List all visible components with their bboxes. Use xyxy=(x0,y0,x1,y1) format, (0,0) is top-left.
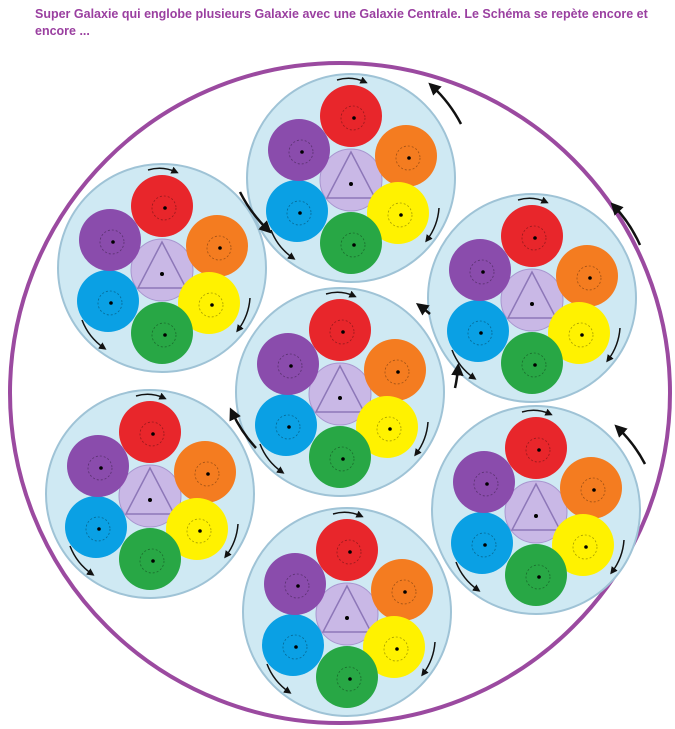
galaxy-core-dot xyxy=(206,472,210,476)
center-dot xyxy=(534,514,538,518)
center-dot xyxy=(349,182,353,186)
galaxy-cluster xyxy=(432,406,640,614)
blue-galaxy xyxy=(255,394,317,456)
green-galaxy xyxy=(505,544,567,606)
galaxy-core-dot xyxy=(294,645,298,649)
purple-galaxy xyxy=(264,553,326,615)
galaxy-core-dot xyxy=(287,425,291,429)
galaxy-core-dot xyxy=(151,432,155,436)
center-dot xyxy=(345,616,349,620)
galaxy-cluster xyxy=(428,194,636,402)
galaxy-core-dot xyxy=(163,333,167,337)
galaxy-core-dot xyxy=(592,488,596,492)
galaxy-core-dot xyxy=(151,559,155,563)
galaxy-cluster xyxy=(236,288,444,496)
galaxy-core-dot xyxy=(97,527,101,531)
purple-galaxy xyxy=(79,209,141,271)
blue-galaxy xyxy=(77,270,139,332)
galaxy-core-dot xyxy=(485,482,489,486)
red-galaxy xyxy=(316,519,378,581)
galaxy-core-dot xyxy=(483,543,487,547)
galaxy-core-dot xyxy=(533,236,537,240)
orange-galaxy xyxy=(371,559,433,621)
galaxy-core-dot xyxy=(588,276,592,280)
galaxy-core-dot xyxy=(111,240,115,244)
galaxy-core-dot xyxy=(218,246,222,250)
galaxy-clusters xyxy=(46,74,640,716)
galaxy-core-dot xyxy=(396,370,400,374)
galaxy-core-dot xyxy=(479,331,483,335)
galaxy-core-dot xyxy=(300,150,304,154)
galaxy-core-dot xyxy=(388,427,392,431)
green-galaxy xyxy=(316,646,378,708)
purple-galaxy xyxy=(449,239,511,301)
orange-galaxy xyxy=(364,339,426,401)
galaxy-core-dot xyxy=(341,457,345,461)
red-galaxy xyxy=(501,205,563,267)
red-galaxy xyxy=(131,175,193,237)
orbit-arrow-large xyxy=(455,368,458,388)
galaxy-core-dot xyxy=(584,545,588,549)
green-galaxy xyxy=(320,212,382,274)
galaxy-core-dot xyxy=(537,448,541,452)
galaxy-core-dot xyxy=(198,529,202,533)
green-galaxy xyxy=(501,332,563,394)
galaxy-core-dot xyxy=(352,116,356,120)
blue-galaxy xyxy=(447,300,509,362)
green-galaxy xyxy=(131,302,193,364)
galaxy-core-dot xyxy=(210,303,214,307)
galaxy-core-dot xyxy=(348,677,352,681)
green-galaxy xyxy=(309,426,371,488)
blue-galaxy xyxy=(451,512,513,574)
galaxy-core-dot xyxy=(341,330,345,334)
green-galaxy xyxy=(119,528,181,590)
galaxy-core-dot xyxy=(533,363,537,367)
galaxy-core-dot xyxy=(403,590,407,594)
galaxy-cluster xyxy=(46,390,254,598)
blue-galaxy xyxy=(65,496,127,558)
galaxy-core-dot xyxy=(298,211,302,215)
red-galaxy xyxy=(119,401,181,463)
galaxy-core-dot xyxy=(163,206,167,210)
purple-galaxy xyxy=(453,451,515,513)
orange-galaxy xyxy=(186,215,248,277)
orange-galaxy xyxy=(560,457,622,519)
galaxy-cluster xyxy=(58,164,266,372)
red-galaxy xyxy=(309,299,371,361)
center-dot xyxy=(338,396,342,400)
purple-galaxy xyxy=(268,119,330,181)
red-galaxy xyxy=(320,85,382,147)
orange-galaxy xyxy=(375,125,437,187)
galaxy-core-dot xyxy=(399,213,403,217)
galaxy-core-dot xyxy=(481,270,485,274)
blue-galaxy xyxy=(266,180,328,242)
galaxy-cluster xyxy=(243,508,451,716)
center-dot xyxy=(160,272,164,276)
orange-galaxy xyxy=(556,245,618,307)
galaxy-core-dot xyxy=(580,333,584,337)
galaxy-core-dot xyxy=(109,301,113,305)
center-dot xyxy=(530,302,534,306)
galaxy-core-dot xyxy=(407,156,411,160)
galaxy-core-dot xyxy=(537,575,541,579)
red-galaxy xyxy=(505,417,567,479)
orange-galaxy xyxy=(174,441,236,503)
purple-galaxy xyxy=(257,333,319,395)
galaxy-core-dot xyxy=(289,364,293,368)
galaxy-core-dot xyxy=(348,550,352,554)
blue-galaxy xyxy=(262,614,324,676)
galaxy-core-dot xyxy=(296,584,300,588)
galaxy-core-dot xyxy=(352,243,356,247)
galaxy-cluster xyxy=(247,74,455,282)
galaxy-core-dot xyxy=(395,647,399,651)
purple-galaxy xyxy=(67,435,129,497)
center-dot xyxy=(148,498,152,502)
galaxy-core-dot xyxy=(99,466,103,470)
